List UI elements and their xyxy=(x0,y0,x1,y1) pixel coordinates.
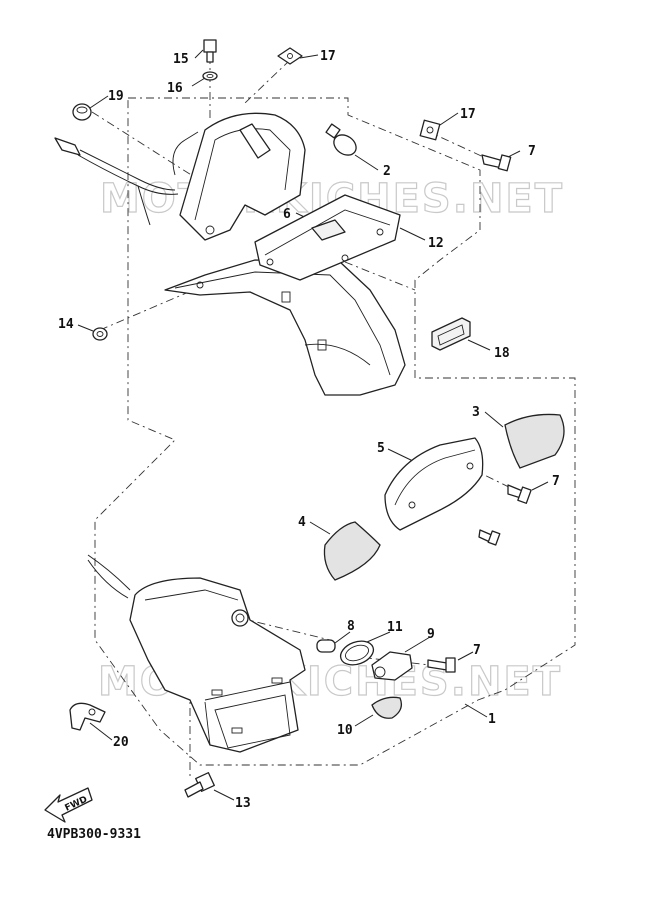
collar-14 xyxy=(92,327,108,341)
callout-6: 6 xyxy=(283,207,291,222)
tail-light-5 xyxy=(384,437,484,531)
lens-4 xyxy=(323,521,381,581)
bulb-8 xyxy=(316,639,336,653)
screw-7-lower xyxy=(478,529,501,546)
callout-7-mid: 7 xyxy=(552,474,560,489)
clamp-20 xyxy=(69,702,106,731)
callout-7-top: 7 xyxy=(528,144,536,159)
callout-18: 18 xyxy=(494,346,510,361)
callout-16: 16 xyxy=(167,81,183,96)
callout-12: 12 xyxy=(428,236,444,251)
wire-harness xyxy=(54,137,179,226)
socket-9 xyxy=(371,651,413,681)
gasket-11 xyxy=(339,640,375,666)
screw-7-top xyxy=(481,154,512,172)
screw-7-mid xyxy=(507,484,532,504)
license-bracket-1 xyxy=(87,554,306,753)
washer-16 xyxy=(202,71,218,81)
rear-fender xyxy=(164,112,406,396)
screw-7-bottom xyxy=(427,657,456,673)
callout-2: 2 xyxy=(383,164,391,179)
bolt-13 xyxy=(184,772,215,798)
callout-14: 14 xyxy=(58,317,74,332)
plate-6 xyxy=(311,219,346,241)
nut-17-right xyxy=(419,119,441,141)
callout-3: 3 xyxy=(472,405,480,420)
callout-11: 11 xyxy=(387,620,403,635)
callout-labels: 15 16 17 19 17 7 2 6 12 14 18 3 5 7 4 8 … xyxy=(58,49,560,811)
callout-19: 19 xyxy=(108,89,124,104)
callout-9: 9 xyxy=(427,627,435,642)
diagram-code: 4VPB300-9331 xyxy=(47,827,141,842)
callout-7-bottom: 7 xyxy=(473,643,481,658)
callout-8: 8 xyxy=(347,619,355,634)
callout-4: 4 xyxy=(298,515,306,530)
callout-1: 1 xyxy=(488,712,496,727)
callout-5: 5 xyxy=(377,441,385,456)
callout-15: 15 xyxy=(173,52,189,67)
callout-10: 10 xyxy=(337,723,353,738)
callout-20: 20 xyxy=(113,735,129,750)
grommet-19 xyxy=(72,103,92,121)
bulb-2 xyxy=(325,123,357,156)
callout-13: 13 xyxy=(235,796,251,811)
bolt-15 xyxy=(203,39,217,63)
callout-17-right: 17 xyxy=(460,107,476,122)
nut-17-top xyxy=(277,47,303,65)
forward-arrow-icon: FWD xyxy=(44,787,93,823)
lens-3 xyxy=(504,413,565,469)
lens-10 xyxy=(371,696,403,719)
assembly-outline xyxy=(94,97,576,766)
callout-17-top: 17 xyxy=(320,49,336,64)
reflector-18 xyxy=(431,317,471,351)
